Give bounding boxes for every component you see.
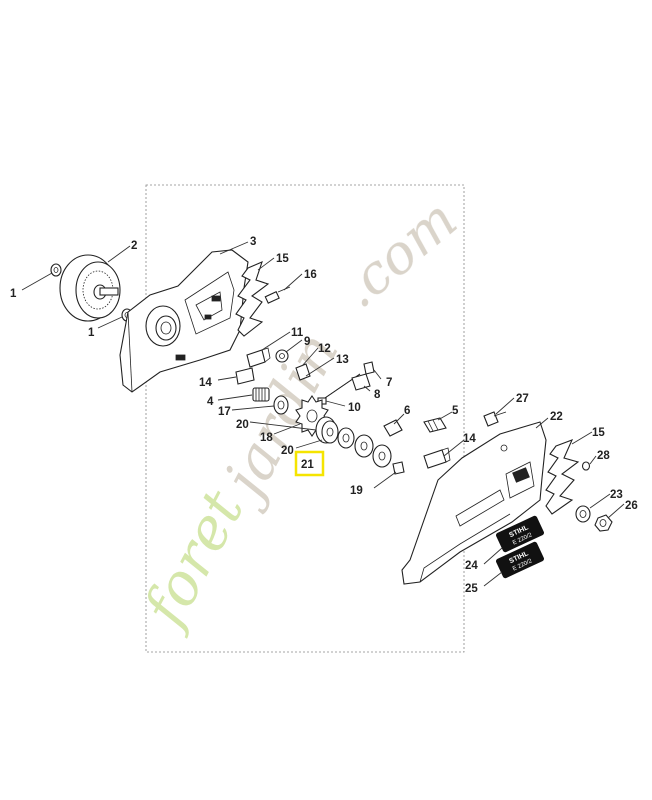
cover-nut-part xyxy=(594,514,613,532)
callout-13: 13 xyxy=(336,354,349,366)
watermark-foret: foret xyxy=(128,479,257,640)
callout-27: 27 xyxy=(516,393,529,405)
callout-9: 9 xyxy=(304,336,310,348)
callout-10: 10 xyxy=(348,402,361,414)
block-part xyxy=(246,347,271,368)
sprocket-cover-part xyxy=(401,421,547,585)
callout-1b: 1 xyxy=(88,327,95,339)
needle-cage-part xyxy=(252,387,270,402)
cover-screw-part xyxy=(483,411,507,427)
callout-16: 16 xyxy=(304,269,317,281)
dotted-frame xyxy=(145,184,465,653)
clutch-drum-part xyxy=(59,254,121,322)
sprocket-housing-part xyxy=(119,249,249,393)
callout-7: 7 xyxy=(386,377,392,389)
washer-part-20 xyxy=(337,427,392,468)
rim-washer-part xyxy=(315,416,339,444)
callout-23: 23 xyxy=(610,489,623,501)
callout-19: 19 xyxy=(350,485,363,497)
callout-20b: 20 xyxy=(281,445,294,457)
callout-5: 5 xyxy=(452,405,459,417)
callout-15a: 15 xyxy=(276,253,289,265)
callout-24: 24 xyxy=(465,560,478,572)
callout-28: 28 xyxy=(597,450,610,462)
callout-22: 22 xyxy=(550,411,563,423)
callout-25: 25 xyxy=(465,583,478,595)
block-part-left xyxy=(235,367,255,385)
callout-1a: 1 xyxy=(10,288,17,300)
tensioner-slide-part xyxy=(351,373,371,391)
callout-4: 4 xyxy=(207,396,214,408)
stud-part xyxy=(423,417,447,433)
cover-washer-part xyxy=(575,505,591,523)
callout-labels: 1 1 2 3 4 5 6 7 8 9 10 11 12 13 14 14 15… xyxy=(10,236,638,595)
callout-21: 21 xyxy=(301,459,314,471)
callout-14a: 14 xyxy=(199,377,212,389)
block-part-right xyxy=(423,447,451,469)
tensioner-nut-part xyxy=(363,361,375,375)
callout-26: 26 xyxy=(625,500,638,512)
leader-lines xyxy=(21,241,625,587)
callout-6: 6 xyxy=(404,405,410,417)
callout-11: 11 xyxy=(291,327,304,339)
chain-catcher-part-right xyxy=(545,439,580,515)
callout-20a: 20 xyxy=(236,419,249,431)
callout-8: 8 xyxy=(374,389,381,401)
watermark-dotcom: .com xyxy=(328,187,469,320)
highlight-box-21 xyxy=(294,450,325,477)
callout-15b: 15 xyxy=(592,427,605,439)
clip-part xyxy=(392,461,405,475)
callout-14b: 14 xyxy=(463,433,476,445)
callout-2: 2 xyxy=(131,240,137,252)
screw-part xyxy=(264,286,291,304)
callout-18: 18 xyxy=(260,432,273,444)
small-nut-part xyxy=(581,461,591,471)
washer-part-17 xyxy=(273,395,289,415)
callout-3: 3 xyxy=(250,236,256,248)
callout-12: 12 xyxy=(318,343,331,355)
chain-catcher-part-left xyxy=(235,261,270,337)
callout-17: 17 xyxy=(218,406,231,418)
collar-stud-part xyxy=(383,419,403,437)
nut-part xyxy=(275,349,289,363)
